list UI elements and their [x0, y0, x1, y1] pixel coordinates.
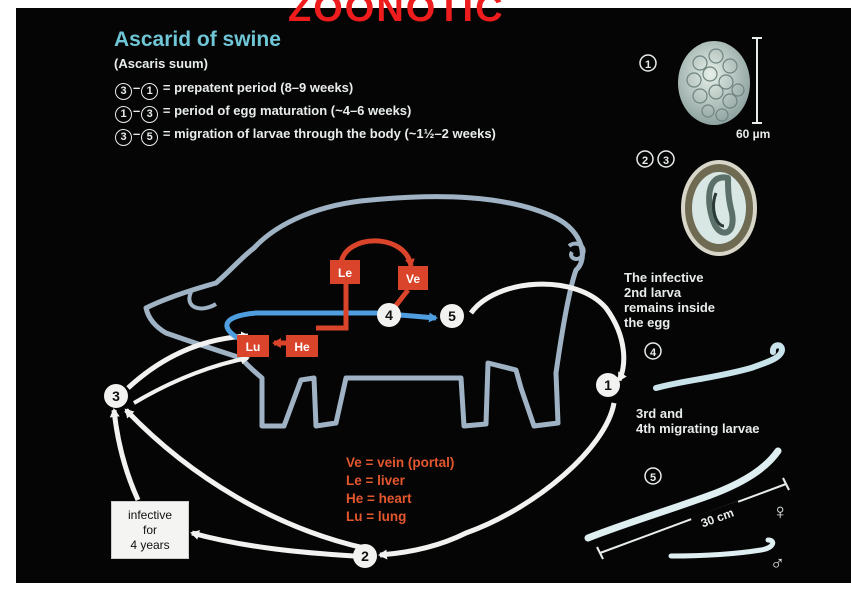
svg-text:Le: Le [338, 266, 352, 280]
adult-female-worm [588, 451, 778, 538]
svg-text:4: 4 [650, 347, 657, 359]
svg-text:Lu: Lu [246, 340, 261, 354]
svg-text:1: 1 [645, 59, 651, 71]
cycle-node-1: 1 [596, 373, 620, 397]
lifecycle-slide: ZOONOTIC Ascarid of swine (Ascaris suum)… [16, 8, 851, 583]
organ-heart: He [286, 335, 318, 357]
female-symbol: ♀ [772, 499, 789, 524]
cycle-path-3-to-lung-2 [134, 358, 248, 403]
cycle-node-3: 3 [104, 384, 128, 408]
svg-text:3: 3 [663, 155, 669, 167]
stage23-numbers: 2 3 [637, 151, 674, 167]
organ-legend-lung: Lu = lung [346, 508, 454, 526]
svg-text:4: 4 [385, 307, 393, 323]
svg-text:2: 2 [642, 155, 648, 167]
cycle-node-4: 4 [377, 303, 401, 327]
organ-path-ve-4 [394, 290, 408, 308]
egg-scale-bar [752, 38, 762, 123]
organ-liver: Le [330, 260, 360, 284]
svg-text:5: 5 [448, 308, 456, 324]
organ-legend-liver: Le = liver [346, 472, 454, 490]
cycle-path-box-to-3 [114, 410, 138, 500]
infective-duration-box: infective for 4 years [111, 501, 189, 559]
svg-text:Ve: Ve [406, 272, 420, 286]
organ-path-le-he [316, 284, 346, 328]
male-symbol: ♂ [770, 553, 785, 575]
stage5-number: 5 [645, 468, 661, 484]
stage4-number: 4 [645, 343, 661, 359]
egg-scale-label: 60 µm [736, 127, 770, 141]
infective-larva-caption: The infective 2nd larva remains inside t… [624, 270, 715, 330]
egg-image [678, 41, 750, 125]
stage1-number: 1 [640, 55, 656, 71]
organ-legend-vein: Ve = vein (portal) [346, 454, 454, 472]
migrating-larva-image [656, 345, 782, 388]
cycle-node-2: 2 [353, 544, 377, 568]
migrating-larvae-caption: 3rd and 4th migrating larvae [636, 406, 760, 436]
svg-text:2: 2 [361, 548, 369, 564]
embryonated-egg-image [683, 162, 755, 254]
svg-text:1: 1 [604, 377, 612, 393]
adult-male-worm [671, 540, 773, 556]
pig-ear [189, 292, 216, 308]
cycle-node-5: 5 [440, 304, 464, 328]
svg-text:He: He [294, 340, 310, 354]
organ-legend: Ve = vein (portal) Le = liver He = heart… [346, 454, 454, 526]
organ-vein: Ve [398, 266, 428, 290]
organ-legend-heart: He = heart [346, 490, 454, 508]
organ-lung: Lu [237, 335, 269, 357]
svg-text:5: 5 [650, 472, 656, 484]
svg-text:3: 3 [112, 388, 120, 404]
